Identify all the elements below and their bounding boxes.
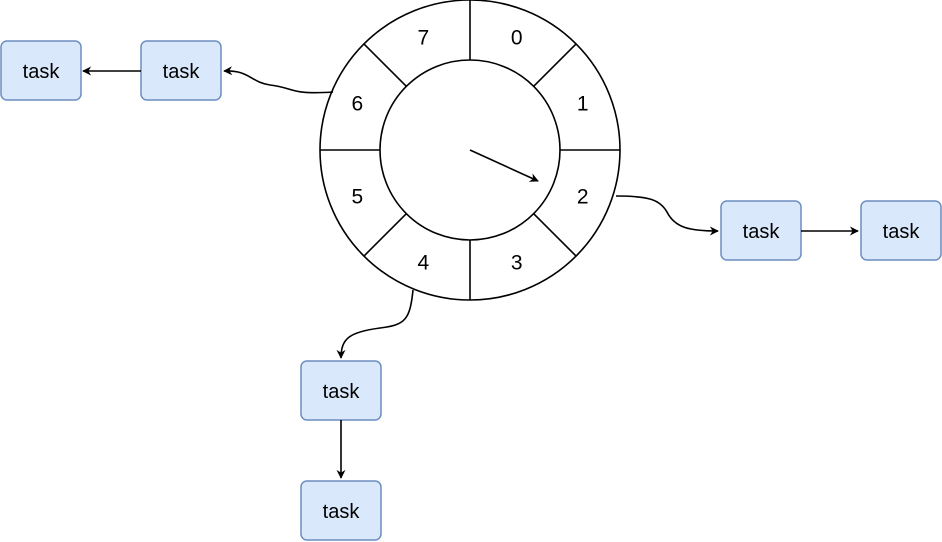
task-chain-slot-6: task task: [0, 40, 334, 101]
task-box: [300, 480, 382, 541]
task-box: [0, 40, 82, 101]
wheel-divider: [363, 43, 407, 87]
wheel-pointer: [469, 149, 539, 182]
wheel-slot-label-2: 2: [577, 186, 589, 209]
task-label: task: [743, 221, 781, 243]
wheel-divider: [533, 213, 577, 257]
wheel-slot-label-3: 3: [511, 252, 523, 275]
task-label: task: [883, 221, 921, 243]
wheel-divider: [363, 213, 407, 257]
wheel-dividers: [320, 0, 620, 300]
task-box: [860, 200, 942, 261]
wheel-slot-label-5: 5: [351, 186, 363, 209]
task-chain-slot-2: task task: [615, 195, 942, 261]
wheel-slot-label-4: 4: [417, 252, 429, 275]
wheel-slot-label-1: 1: [577, 92, 589, 115]
connector-slot-2-to-task: [615, 195, 719, 236]
connector-slot-4-to-task: [336, 289, 414, 359]
connector-slot-6-to-task: [223, 66, 334, 94]
wheel-slot-labels: 0 1 2 3 4 5 6 7: [351, 26, 588, 274]
timing-wheel: 0 1 2 3 4 5 6 7: [319, 0, 621, 301]
task-chain-slot-4: task task: [300, 289, 414, 541]
wheel-divider: [533, 43, 577, 87]
wheel-slot-label-7: 7: [417, 26, 429, 49]
task-label: task: [163, 61, 201, 83]
wheel-slot-label-6: 6: [351, 92, 363, 115]
wheel-slot-label-0: 0: [511, 26, 523, 49]
task-label: task: [23, 61, 61, 83]
task-label: task: [323, 381, 361, 403]
task-label: task: [323, 501, 361, 523]
